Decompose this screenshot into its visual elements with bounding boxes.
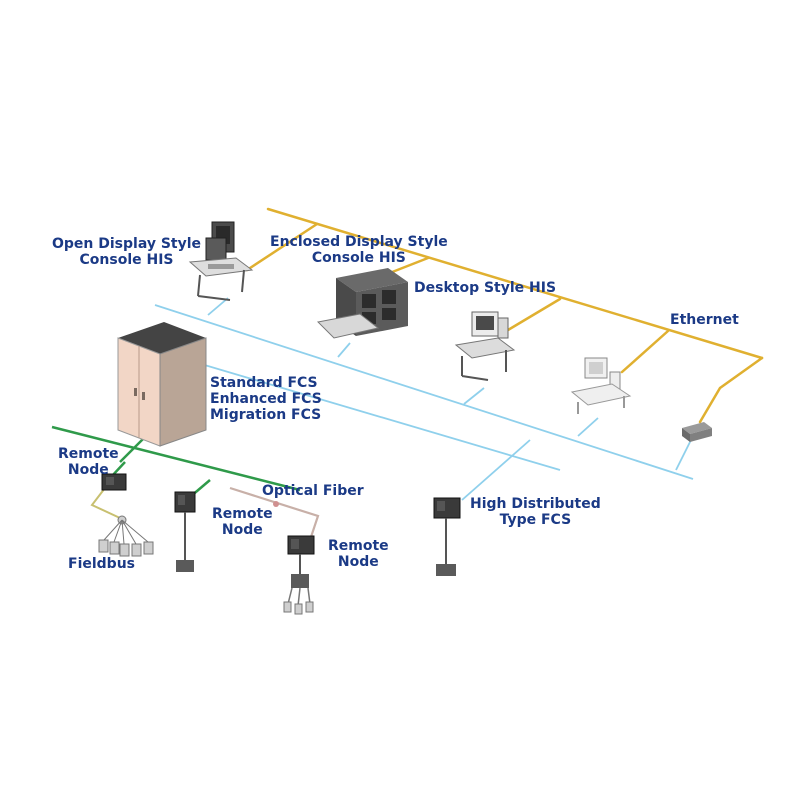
label-line: Desktop Style HIS — [414, 280, 557, 296]
high-distributed-fcs-io-unit — [436, 564, 456, 576]
remote-node-3-terminal-3 — [305, 601, 314, 613]
fieldbus-device-5 — [143, 541, 154, 555]
label-line: High Distributed — [470, 496, 601, 512]
label-line: Fieldbus — [68, 556, 135, 572]
control-bus-network — [119, 297, 694, 501]
control-bus-trunk-upper — [154, 304, 694, 480]
label-line: Type FCS — [499, 512, 572, 528]
label-line: Standard FCS — [210, 375, 318, 391]
ethernet-trunk — [266, 207, 764, 360]
remote-node-2-device — [174, 491, 196, 572]
label-remote-node-3: Remote Node — [328, 538, 389, 570]
remote-bus-trunk — [51, 425, 301, 492]
label-line: Console HIS — [311, 250, 406, 266]
remote-node-3-terminal-1 — [283, 601, 292, 613]
desktop-screen — [476, 316, 494, 330]
ethernet-drop-router — [698, 356, 764, 424]
label-enclosed-display-console-his: Enclosed Display Style Console HIS — [270, 234, 448, 266]
label-remote-node-2: Remote Node — [212, 506, 273, 538]
console-legs — [197, 269, 245, 301]
open-display-console-his — [188, 221, 254, 301]
label-remote-node-1: Remote Node — [58, 446, 119, 478]
ethernet-network — [245, 207, 764, 424]
optical-fiber-line — [229, 486, 320, 541]
fieldbus-device-2 — [109, 541, 120, 555]
remote-node-3-panel — [291, 539, 299, 549]
pc-workstation — [570, 357, 632, 414]
router-top — [682, 422, 712, 434]
fieldbus-device-3 — [119, 543, 130, 557]
fieldbus-branches — [103, 519, 149, 545]
label-line: Ethernet — [670, 312, 739, 328]
fieldbus-device-4 — [131, 543, 142, 557]
enclosed-display-console-his — [316, 268, 408, 339]
remote-node-2-panel — [178, 495, 185, 505]
pc-table — [570, 383, 632, 406]
router-front — [682, 428, 690, 442]
label-line: Optical Fiber — [262, 483, 364, 499]
desktop-style-his — [454, 311, 516, 381]
label-line: Node — [221, 522, 263, 538]
label-line: Enhanced FCS — [210, 391, 322, 407]
desktop-table-legs — [461, 350, 507, 381]
remote-node-3-io-wires — [287, 587, 311, 607]
fieldbus-line — [90, 487, 121, 519]
pc-table-legs — [577, 396, 625, 414]
remote-node-1-panel — [106, 477, 114, 485]
standard-fcs-cabinet — [117, 322, 207, 447]
router-side — [690, 428, 712, 442]
label-fieldbus: Fieldbus — [68, 556, 135, 572]
label-line: Migration FCS — [210, 407, 322, 423]
label-ethernet: Ethernet — [670, 312, 739, 328]
enclosed-console-desk — [316, 313, 380, 339]
label-line: Remote — [58, 446, 119, 462]
optical-fiber-coupler — [273, 501, 279, 507]
label-desktop-style-his: Desktop Style HIS — [414, 280, 556, 296]
ethernet-drop-pc — [620, 329, 670, 374]
pc-screen — [589, 362, 603, 374]
label-line: Remote — [328, 538, 389, 554]
high-distributed-fcs-panel — [437, 501, 445, 511]
remote-node-2-io-unit — [176, 560, 194, 572]
fieldbus-device-1 — [98, 539, 109, 553]
desktop-table — [454, 337, 516, 359]
remote-node-3-device — [283, 535, 315, 615]
enclosed-console-screen-1 — [362, 294, 376, 308]
label-high-distributed-fcs: High Distributed Type FCS — [470, 496, 601, 528]
label-optical-fiber: Optical Fiber — [262, 483, 364, 499]
control-bus-drop-desktop — [463, 387, 485, 405]
remote-node-3-io-unit — [291, 574, 309, 588]
label-line: Remote — [212, 506, 273, 522]
label-line: Node — [67, 462, 109, 478]
control-bus-drop-high-distributed — [461, 439, 531, 501]
label-line: Node — [337, 554, 379, 570]
enclosed-console-screen-4 — [382, 308, 396, 320]
high-distributed-fcs-device — [433, 497, 461, 576]
label-standard-fcs: Standard FCS Enhanced FCS Migration FCS — [210, 375, 322, 423]
remote-node-3-terminal-2 — [294, 603, 303, 615]
fcs-cabinet-handle-2 — [142, 392, 145, 400]
router-device — [682, 422, 712, 442]
control-bus-drop-router — [675, 437, 693, 471]
control-bus-drop-open-console — [207, 297, 229, 316]
enclosed-console-screen-2 — [382, 290, 396, 304]
control-bus-drop-enclosed-console — [337, 342, 351, 358]
ethernet-drop-desktop — [506, 297, 562, 332]
fieldbus-devices — [98, 515, 154, 557]
label-open-display-console-his: Open Display Style Console HIS — [52, 236, 201, 268]
label-line: Enclosed Display Style — [270, 234, 448, 250]
remote-node-1-device — [101, 473, 127, 491]
console-keyboard — [208, 264, 234, 269]
label-line: Console HIS — [79, 252, 174, 268]
console-monitor-2 — [205, 237, 227, 261]
fcs-cabinet-side — [159, 337, 207, 447]
ethernet-drop-open-console — [245, 222, 319, 272]
desktop-tower — [497, 317, 509, 339]
enclosed-console-top — [336, 268, 408, 292]
fcs-cabinet-handle-1 — [134, 388, 137, 396]
control-bus-drop-pc — [577, 417, 599, 437]
label-line: Open Display Style — [52, 236, 202, 252]
